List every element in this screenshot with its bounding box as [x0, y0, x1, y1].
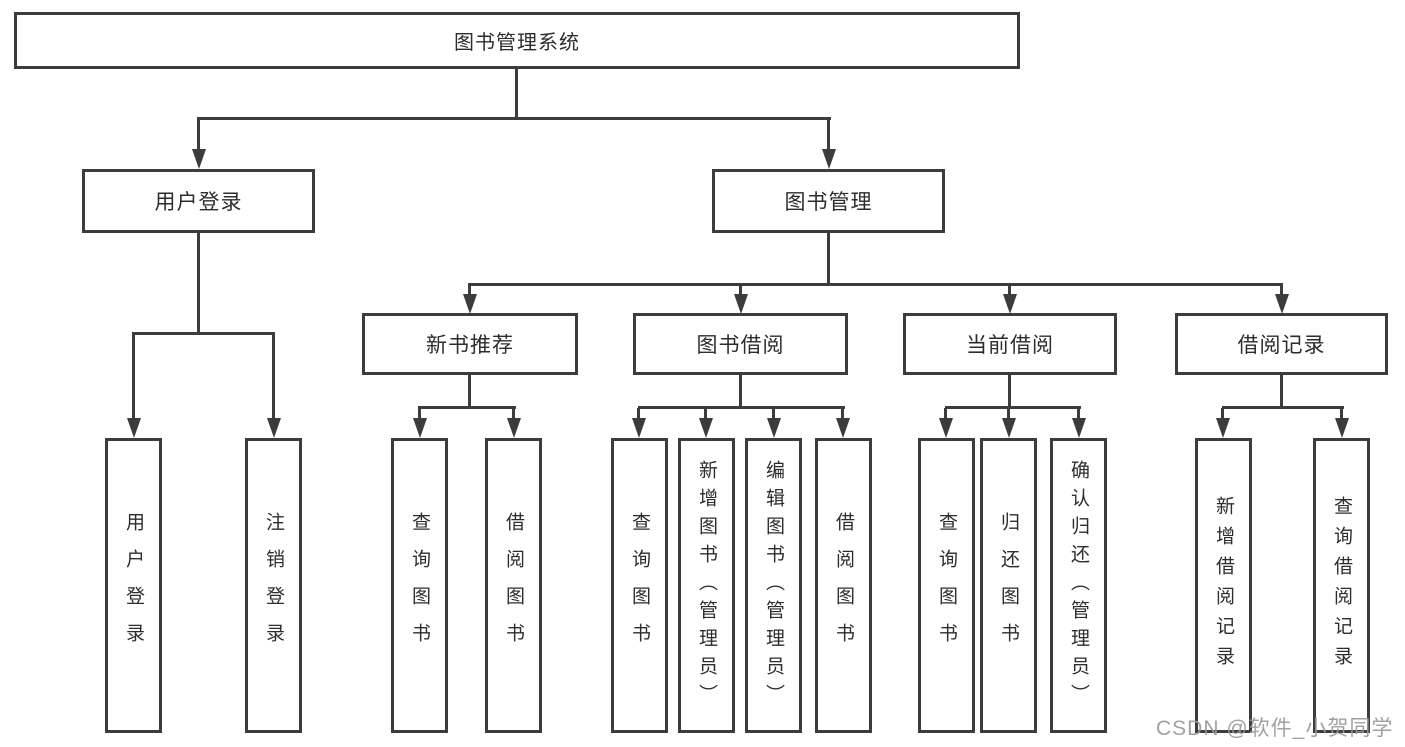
- arrowhead-leaf-query-book-3: [939, 418, 953, 438]
- connector-new-book-recommend-crossbar: [418, 406, 516, 409]
- connector-to-book-borrow: [739, 285, 742, 296]
- arrowhead-leaf-borrow-book-1: [507, 418, 521, 438]
- leaf-borrow-book-2-label: 借阅图书: [833, 511, 854, 660]
- node-borrow-record: 借阅记录: [1175, 313, 1388, 375]
- connector-to-leaf-add-borrow-record: [1221, 408, 1224, 420]
- leaf-user-login: 用户登录: [105, 438, 162, 733]
- leaf-add-book-label: 新增图书（管理员）: [696, 459, 717, 712]
- arrowhead-book-borrow: [734, 294, 748, 314]
- arrowhead-current-borrow: [1003, 294, 1017, 314]
- leaf-query-book-1: 查询图书: [391, 438, 448, 733]
- connector-borrow-record-stem: [1280, 374, 1283, 409]
- arrowhead-leaf-edit-book: [767, 418, 781, 438]
- connector-to-leaf-borrow-book-1: [512, 408, 515, 420]
- node-current-borrow-label: 当前借阅: [966, 334, 1054, 357]
- connector-to-leaf-query-borrow-record: [1340, 408, 1343, 420]
- leaf-query-book-3: 查询图书: [918, 438, 975, 733]
- leaf-logout-label: 注销登录: [263, 511, 284, 660]
- leaf-add-borrow-record: 新增借阅记录: [1195, 438, 1252, 733]
- leaf-user-login-label: 用户登录: [123, 511, 144, 660]
- leaf-add-book: 新增图书（管理员）: [678, 438, 735, 733]
- arrowhead-borrow-record: [1275, 294, 1289, 314]
- connector-to-borrow-record: [1280, 285, 1283, 296]
- arrowhead-leaf-confirm-return: [1072, 418, 1086, 438]
- connector-to-leaf-query-book-1: [418, 408, 421, 420]
- node-book-management-label: 图书管理: [784, 191, 873, 214]
- node-user-login: 用户登录: [82, 169, 315, 233]
- connector-to-leaf-add-book: [704, 408, 707, 420]
- arrowhead-leaf-query-borrow-record: [1335, 418, 1349, 438]
- leaf-return-book: 归还图书: [980, 438, 1037, 733]
- connector-root-to-book-management: [827, 119, 830, 151]
- arrowhead-leaf-add-borrow-record: [1216, 418, 1230, 438]
- node-new-book-recommend-label: 新书推荐: [426, 334, 514, 357]
- leaf-edit-book-label: 编辑图书（管理员）: [763, 459, 784, 712]
- arrowhead-leaf-query-book-1: [413, 418, 427, 438]
- connector-to-leaf-borrow-book-2: [841, 408, 844, 420]
- leaf-add-borrow-record-label: 新增借阅记录: [1213, 495, 1234, 676]
- node-borrow-record-label: 借阅记录: [1237, 334, 1326, 357]
- leaf-query-book-3-label: 查询图书: [936, 511, 957, 660]
- csdn-watermark: CSDN @软件_小贺同学: [1156, 717, 1394, 740]
- node-new-book-recommend: 新书推荐: [362, 313, 578, 375]
- connector-new-book-recommend-stem: [468, 374, 471, 409]
- connector-to-leaf-confirm-return: [1077, 408, 1080, 420]
- connector-book-borrow-crossbar: [638, 406, 845, 409]
- connector-to-current-borrow: [1008, 285, 1011, 296]
- arrowhead-leaf-borrow-book-2: [836, 418, 850, 438]
- leaf-return-book-label: 归还图书: [998, 511, 1019, 660]
- connector-book-management-crossbar: [468, 283, 1283, 286]
- connector-to-leaf-query-book-3: [944, 408, 947, 420]
- arrowhead-leaf-query-book-2: [632, 418, 646, 438]
- connector-to-leaf-edit-book: [772, 408, 775, 420]
- connector-root-stem: [515, 68, 518, 120]
- node-current-borrow: 当前借阅: [903, 313, 1117, 375]
- connector-to-leaf-query-book-2: [637, 408, 640, 420]
- connector-to-leaf-logout: [272, 334, 275, 420]
- leaf-confirm-return: 确认归还（管理员）: [1050, 438, 1107, 733]
- connector-book-management-stem: [827, 232, 830, 285]
- leaf-query-borrow-record: 查询借阅记录: [1313, 438, 1370, 733]
- node-book-management: 图书管理: [712, 169, 945, 233]
- connector-book-borrow-stem: [739, 374, 742, 409]
- node-book-borrow: 图书借阅: [633, 313, 848, 375]
- arrowhead-book-management: [822, 149, 836, 169]
- connector-root-to-user-login: [197, 119, 200, 151]
- connector-user-login-crossbar: [132, 332, 275, 335]
- arrowhead-leaf-add-book: [699, 418, 713, 438]
- leaf-logout: 注销登录: [245, 438, 302, 733]
- leaf-query-borrow-record-label: 查询借阅记录: [1331, 495, 1352, 676]
- connector-current-borrow-crossbar: [945, 406, 1081, 409]
- node-user-login-label: 用户登录: [154, 191, 243, 214]
- connector-root-crossbar: [197, 117, 831, 120]
- leaf-query-book-2: 查询图书: [611, 438, 668, 733]
- node-root-label: 图书管理系统: [454, 32, 580, 54]
- arrowhead-leaf-return-book: [1002, 418, 1016, 438]
- connector-to-leaf-return-book: [1007, 408, 1010, 420]
- arrowhead-leaf-user-login: [127, 418, 141, 438]
- leaf-confirm-return-label: 确认归还（管理员）: [1068, 459, 1089, 712]
- connector-to-new-book-recommend: [468, 285, 471, 296]
- leaf-query-book-2-label: 查询图书: [629, 511, 650, 660]
- arrowhead-new-book-recommend: [463, 294, 477, 314]
- leaf-borrow-book-1: 借阅图书: [485, 438, 542, 733]
- connector-borrow-record-crossbar: [1222, 406, 1344, 409]
- leaf-edit-book: 编辑图书（管理员）: [745, 438, 802, 733]
- arrowhead-user-login: [192, 149, 206, 169]
- connector-current-borrow-stem: [1008, 374, 1011, 409]
- node-root: 图书管理系统: [14, 12, 1020, 69]
- connector-to-leaf-user-login: [132, 334, 135, 420]
- node-book-borrow-label: 图书借阅: [696, 334, 785, 357]
- leaf-query-book-1-label: 查询图书: [409, 511, 430, 660]
- leaf-borrow-book-1-label: 借阅图书: [503, 511, 524, 660]
- connector-user-login-stem: [197, 232, 200, 334]
- arrowhead-leaf-logout: [267, 418, 281, 438]
- leaf-borrow-book-2: 借阅图书: [815, 438, 872, 733]
